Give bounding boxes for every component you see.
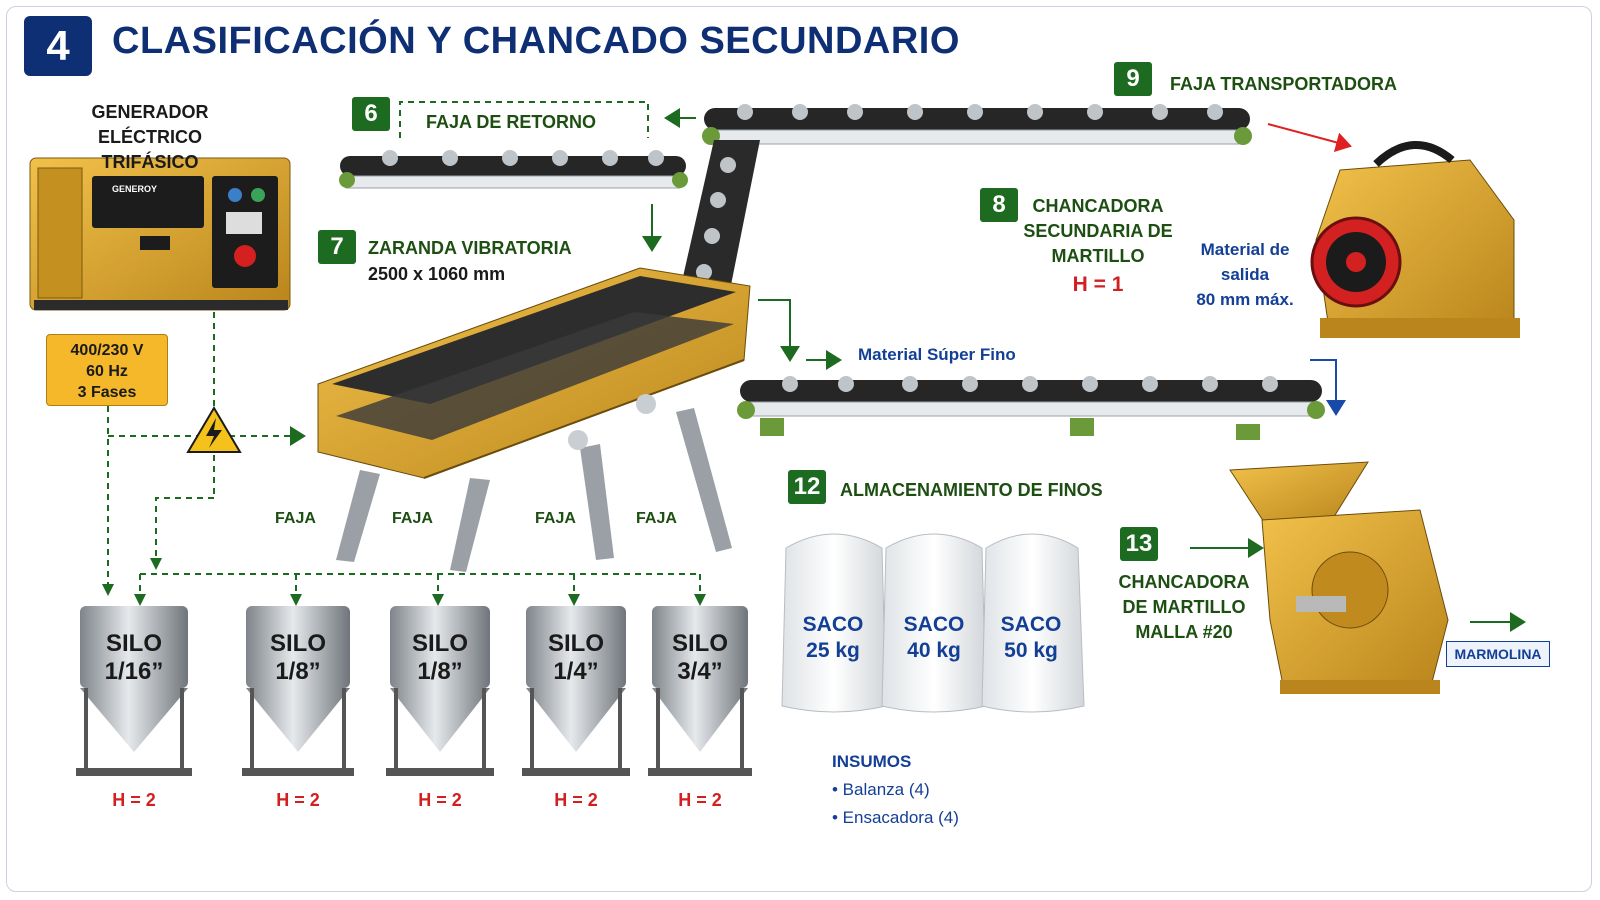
silo-2-size: 1/8” (275, 658, 321, 685)
return-conveyor (339, 150, 688, 189)
sack-3-name: SACO (1000, 613, 1062, 636)
step-13-line3: MALLA #20 (1135, 622, 1233, 642)
step-8-line2: SECUNDARIA DE (1023, 221, 1173, 241)
step-8-line3: MARTILLO (1051, 246, 1145, 266)
output-material-line1: Material de (1200, 240, 1290, 259)
step-7-size: 2500 x 1060 mm (368, 264, 506, 284)
step-8-height: H = 1 (1072, 273, 1124, 296)
silo-5-size: 3/4” (677, 658, 723, 685)
step-13-line2: DE MARTILLO (1122, 597, 1246, 617)
silo-4-name: SILO (547, 630, 604, 657)
silo-5-height: H = 2 (678, 790, 722, 810)
silo-1-size: 1/16” (104, 658, 164, 685)
vibrating-screen (317, 267, 751, 572)
step-12-label: ALMACENAMIENTO DE FINOS (840, 480, 1103, 500)
step-12-badge: 12 (788, 470, 826, 504)
silo-2-name: SILO (269, 630, 326, 657)
sack-1-name: SACO (802, 613, 864, 636)
sack-3-weight: 50 kg (1004, 639, 1058, 662)
generator-unit (29, 157, 291, 311)
spec-frequency: 60 Hz (86, 363, 128, 380)
sack-1-weight: 25 kg (806, 639, 860, 662)
return-bracket (399, 101, 649, 138)
step-9-label: FAJA TRANSPORTADORA (1170, 74, 1398, 94)
spec-voltage: 400/230 V (70, 342, 144, 359)
fines-conveyor (737, 376, 1325, 440)
page-title: CLASIFICACIÓN Y CHANCADO SECUNDARIO (112, 20, 960, 62)
generator-title-line1: GENERADOR (91, 102, 209, 122)
feed-arrow-red (1267, 123, 1352, 153)
silo-1-name: SILO (105, 630, 162, 657)
sack-shapes (781, 533, 1085, 713)
faja-label-1: FAJA (275, 510, 316, 527)
sack-2-label: SACO 40 kg (889, 612, 979, 664)
step-9-badge: 9 (1114, 62, 1152, 96)
silo-2-height: H = 2 (276, 790, 320, 810)
step-badge-main: 4 (24, 16, 92, 76)
insumos-title: INSUMOS (832, 752, 912, 771)
hammer-crusher-mesh20 (1229, 461, 1449, 694)
diagram-frame (6, 6, 1592, 892)
step-8-line1: CHANCADORA (1032, 196, 1164, 216)
insumos-item-2: • Ensacadora (4) (832, 808, 959, 827)
fines-blue-arrow (1310, 359, 1346, 416)
faja-label-4: FAJA (636, 510, 677, 527)
transport-conveyor (680, 104, 1252, 290)
step-8-badge: 8 (980, 188, 1018, 222)
step-13-badge: 13 (1120, 527, 1158, 561)
electric-hazard-icon (186, 406, 242, 453)
faja-label-2: FAJA (392, 510, 433, 527)
step-13-line1: CHANCADORA (1118, 572, 1250, 592)
arrow-screen-to-fines (758, 299, 800, 362)
silo-shapes (76, 606, 752, 776)
step-8-label: CHANCADORA SECUNDARIA DE MARTILLO (1020, 194, 1176, 269)
power-lines (107, 312, 701, 600)
generator-title-line2: ELÉCTRICO TRIFÁSICO (97, 127, 202, 172)
silo-4-height: H = 2 (554, 790, 598, 810)
super-fine-label: Material Súper Fino (858, 345, 1016, 364)
silo-4-size: 1/4” (553, 658, 599, 685)
silo-5-name: SILO (671, 630, 728, 657)
generator-brand: GENEROY (112, 184, 158, 194)
generator-title: GENERADOR ELÉCTRICO TRIFÁSICO (50, 100, 250, 175)
step-7-label: ZARANDA VIBRATORIA (368, 238, 572, 258)
sack-2-weight: 40 kg (907, 639, 961, 662)
sack-3-label: SACO 50 kg (986, 612, 1076, 664)
output-material-line3: 80 mm máx. (1196, 290, 1294, 309)
silo-3-height: H = 2 (418, 790, 462, 810)
generator-spec-box: 400/230 V 60 Hz 3 Fases (46, 334, 168, 406)
silo-3-size: 1/8” (417, 658, 463, 685)
step-6-label: FAJA DE RETORNO (426, 112, 597, 132)
marmolina-output-label: MARMOLINA (1446, 641, 1550, 667)
step-6-badge: 6 (352, 97, 390, 131)
insumos-item-1: • Balanza (4) (832, 780, 930, 799)
output-material-note: Material de salida 80 mm máx. (1180, 237, 1310, 312)
secondary-hammer-crusher (1310, 141, 1520, 338)
step-13-label: CHANCADORA DE MARTILLO MALLA #20 (1104, 570, 1264, 645)
output-material-line2: salida (1220, 265, 1270, 284)
step-7-badge: 7 (318, 230, 356, 264)
sack-1-label: SACO 25 kg (788, 612, 878, 664)
silo-3-name: SILO (411, 630, 468, 657)
faja-label-3: FAJA (535, 510, 576, 527)
insumos-list: INSUMOS • Balanza (4) • Ensacadora (4) (832, 748, 959, 832)
sack-2-name: SACO (903, 613, 965, 636)
silo-1-height: H = 2 (112, 790, 156, 810)
power-arrowheads (102, 558, 706, 606)
spec-phases: 3 Fases (77, 384, 137, 401)
